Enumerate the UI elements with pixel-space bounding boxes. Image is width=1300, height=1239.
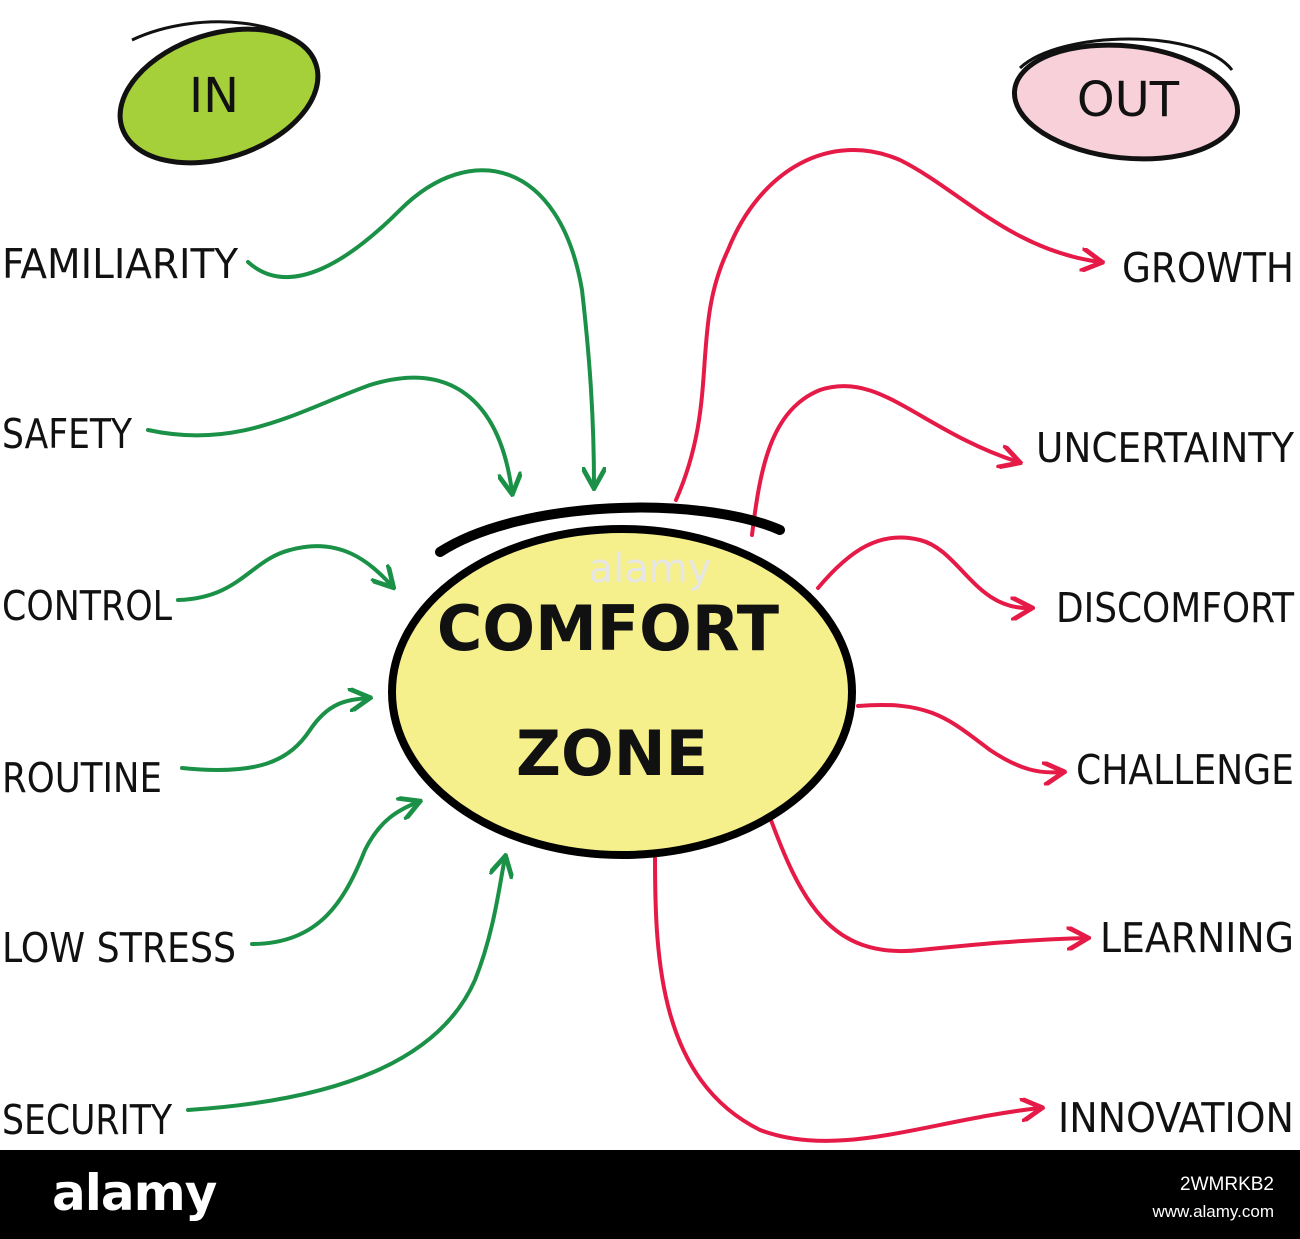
label-routine: ROUTINE <box>2 754 162 802</box>
footer-url-text: www.alamy.com <box>1152 1202 1274 1221</box>
low-stress-arrow <box>250 802 418 946</box>
in-badge-shape <box>117 26 321 166</box>
comfort-zone-center: COMFORT ZONE <box>388 502 856 859</box>
control-arrow <box>176 544 392 602</box>
watermark-mark: alamy <box>589 546 712 592</box>
label-challenge: CHALLENGE <box>1076 746 1294 794</box>
innovation-arrow <box>653 856 1040 1143</box>
center-label-line1: COMFORT <box>437 592 779 665</box>
in-group-label: IN <box>189 68 239 124</box>
image-id-text: 2WMRKB2 <box>1180 1174 1274 1195</box>
safety-arrow <box>146 375 512 492</box>
label-innovation: INNOVATION <box>1058 1094 1294 1142</box>
out-labels: GROWTH UNCERTAINTY DISCOMFORT CHALLENGE … <box>1036 244 1294 1142</box>
label-uncertainty: UNCERTAINTY <box>1036 424 1294 472</box>
stock-footer-bar: alamy 2WMRKB2 www.alamy.com <box>0 1150 1300 1239</box>
out-group-badge: OUT <box>1011 37 1241 162</box>
learning-arrow <box>766 810 1086 954</box>
uncertainty-arrow <box>750 384 1018 537</box>
discomfort-arrow <box>816 535 1030 608</box>
label-learning: LEARNING <box>1100 914 1294 962</box>
growth-arrow <box>674 148 1100 502</box>
challenge-arrow <box>856 703 1062 773</box>
alamy-logo: alamy <box>52 1164 217 1222</box>
label-control: CONTROL <box>2 582 172 630</box>
label-security: SECURITY <box>2 1096 172 1144</box>
in-arrows <box>146 168 594 1112</box>
routine-arrow <box>180 698 368 773</box>
out-group-label: OUT <box>1077 72 1180 128</box>
comfort-zone-shape <box>388 525 856 859</box>
out-badge-shape <box>1011 42 1241 162</box>
familiarity-arrow <box>246 168 594 486</box>
comfort-zone-mind-map: IN OUT COMFORT ZONE FAMILIARITY SAFETY C… <box>2 20 1294 1144</box>
label-growth: GROWTH <box>1122 244 1294 292</box>
center-label-line2: ZONE <box>516 717 708 790</box>
label-safety: SAFETY <box>2 410 132 458</box>
in-labels: FAMILIARITY SAFETY CONTROL ROUTINE LOW S… <box>2 240 238 1144</box>
label-discomfort: DISCOMFORT <box>1056 584 1294 632</box>
in-group-badge: IN <box>117 20 321 166</box>
label-familiarity: FAMILIARITY <box>2 240 238 288</box>
security-arrow <box>186 858 505 1112</box>
out-arrows <box>653 148 1100 1143</box>
label-low-stress: LOW STRESS <box>2 924 236 972</box>
